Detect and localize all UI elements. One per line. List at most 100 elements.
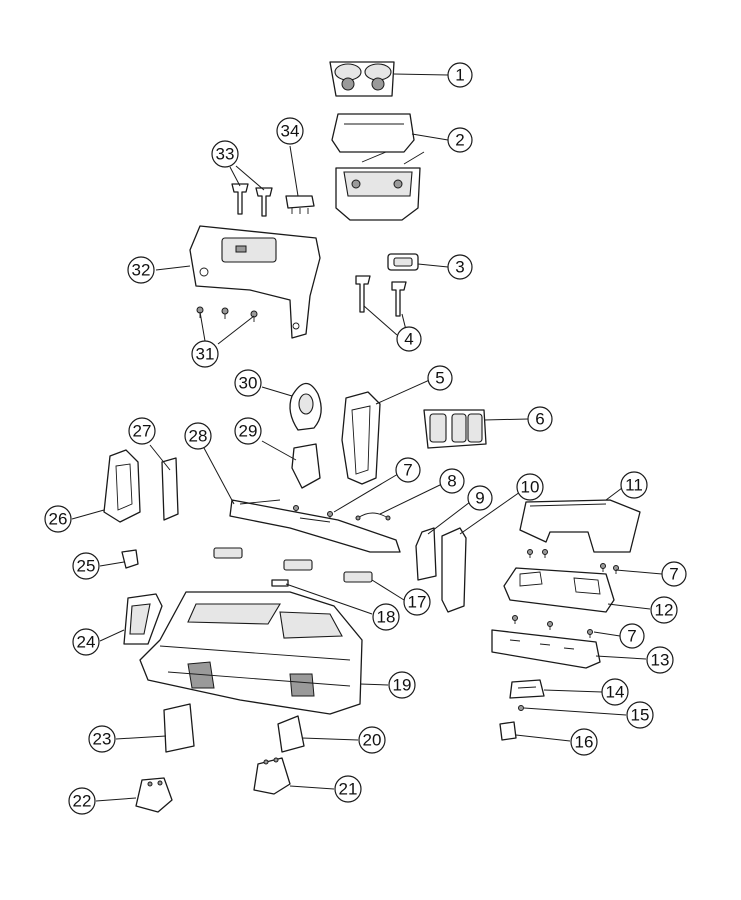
part-connector: [285, 195, 315, 214]
part-side-pad: [163, 703, 195, 753]
callout-21: 21: [334, 775, 362, 803]
callout-23: 23: [88, 725, 116, 753]
callout-2: 2: [447, 127, 473, 153]
part-lower-cover-left: [135, 777, 173, 813]
svg-text:4: 4: [404, 330, 413, 349]
svg-text:6: 6: [535, 410, 544, 429]
part-pad: [509, 679, 545, 699]
svg-text:17: 17: [408, 593, 427, 612]
part-storage-bin: [331, 113, 425, 221]
svg-text:16: 16: [575, 733, 594, 752]
part-armrest-bracket: [341, 391, 381, 485]
svg-text:30: 30: [239, 374, 258, 393]
svg-text:15: 15: [631, 706, 650, 725]
callout-13: 13: [646, 646, 674, 674]
callout-22: 22: [68, 787, 96, 815]
svg-text:34: 34: [281, 122, 300, 141]
part-mounting-plate: [503, 567, 615, 613]
callout-17: 17: [403, 588, 431, 616]
part-console-base: [139, 591, 363, 715]
part-bracket-27: [161, 457, 179, 521]
svg-text:23: 23: [93, 730, 112, 749]
callout-29: 29: [234, 417, 262, 445]
callout-3: 3: [447, 254, 473, 280]
callout-16: 16: [570, 728, 598, 756]
svg-text:2: 2: [455, 131, 464, 150]
svg-text:24: 24: [77, 633, 96, 652]
svg-text:22: 22: [73, 792, 92, 811]
part-rail: [229, 499, 401, 553]
svg-text:8: 8: [447, 472, 456, 491]
part-label: [271, 579, 289, 587]
part-clips: [213, 547, 373, 583]
part-screws-31: [196, 306, 258, 322]
svg-text:7: 7: [403, 461, 412, 480]
svg-text:14: 14: [606, 683, 625, 702]
svg-text:21: 21: [339, 780, 358, 799]
svg-text:26: 26: [49, 510, 68, 529]
svg-text:7: 7: [627, 627, 636, 646]
part-base-plate: [491, 629, 601, 669]
svg-text:10: 10: [521, 478, 540, 497]
svg-text:13: 13: [651, 651, 670, 670]
svg-text:31: 31: [196, 345, 215, 364]
svg-text:5: 5: [435, 369, 444, 388]
callout-5: 5: [427, 365, 453, 391]
svg-text:18: 18: [377, 608, 396, 627]
callout-7-b: 7: [661, 561, 687, 587]
part-latch-cover: [387, 253, 419, 271]
part-left-side-panel: [103, 449, 141, 523]
callout-19: 19: [388, 671, 416, 699]
callout-32: 32: [127, 256, 155, 284]
svg-text:1: 1: [455, 66, 464, 85]
part-hinge-pins: [355, 275, 407, 317]
svg-text:19: 19: [393, 676, 412, 695]
callout-33: 33: [211, 140, 239, 168]
part-side-panel: [415, 527, 437, 581]
part-small-fastener: [518, 705, 524, 711]
part-switch-bank: [423, 409, 487, 449]
callout-24: 24: [72, 628, 100, 656]
callout-10: 10: [516, 473, 544, 501]
part-hinge-pins-33: [231, 183, 273, 217]
callout-34: 34: [276, 117, 304, 145]
callout-1: 1: [447, 62, 473, 88]
part-side-bezel: [123, 593, 163, 645]
svg-text:12: 12: [655, 601, 674, 620]
callout-18: 18: [372, 603, 400, 631]
svg-text:3: 3: [455, 258, 464, 277]
svg-text:27: 27: [133, 422, 152, 441]
callout-7-c: 7: [619, 623, 645, 649]
callout-30: 30: [234, 369, 262, 397]
callout-20: 20: [358, 726, 386, 754]
part-lower-tray: [519, 499, 641, 553]
part-trim-strip: [441, 527, 467, 613]
callout-25: 25: [72, 552, 100, 580]
callout-6: 6: [527, 406, 553, 432]
part-clip-bracket: [291, 443, 321, 489]
svg-text:29: 29: [239, 422, 258, 441]
part-knob: [121, 549, 139, 569]
part-rear-housing: [189, 225, 321, 339]
svg-text:9: 9: [475, 489, 484, 508]
svg-text:7: 7: [669, 565, 678, 584]
callout-7-a: 7: [395, 457, 421, 483]
callout-12: 12: [650, 596, 678, 624]
part-wire-clip: [355, 512, 391, 521]
part-block: [499, 721, 517, 741]
svg-text:28: 28: [189, 427, 208, 446]
svg-text:33: 33: [216, 145, 235, 164]
callout-14: 14: [601, 678, 629, 706]
callout-11: 11: [620, 471, 648, 499]
callout-26: 26: [44, 505, 72, 533]
svg-text:25: 25: [77, 557, 96, 576]
part-pad-20: [277, 715, 305, 753]
callout-27: 27: [128, 417, 156, 445]
callout-4: 4: [396, 326, 422, 352]
part-duct: [289, 382, 322, 431]
svg-text:32: 32: [132, 261, 151, 280]
part-lower-cover: [253, 757, 291, 795]
callout-28: 28: [184, 422, 212, 450]
callout-15: 15: [626, 701, 654, 729]
